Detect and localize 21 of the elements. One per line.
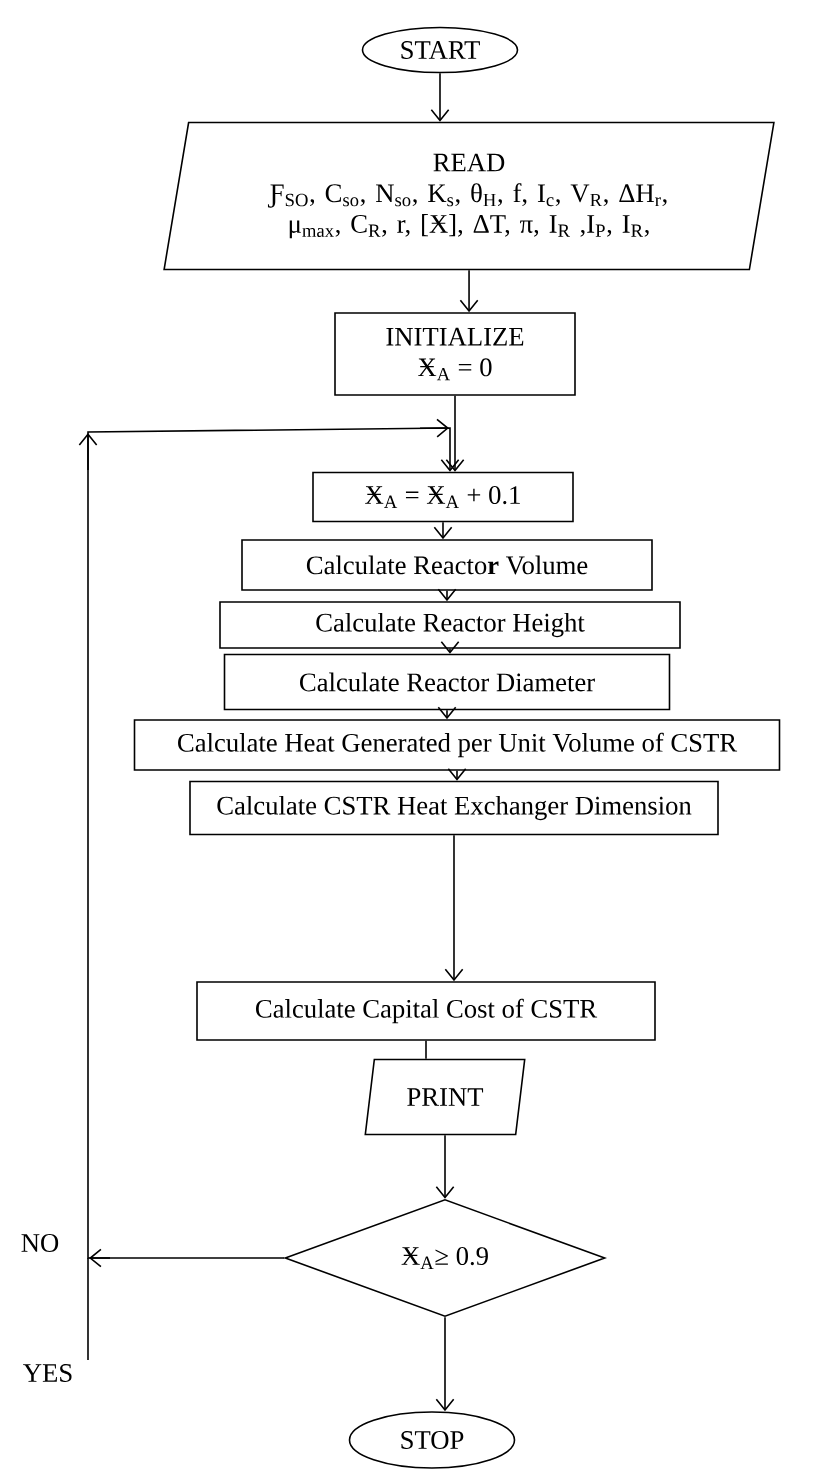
arrow (459, 269, 479, 313)
loop-arrow (78, 418, 460, 1361)
terminal-oval: START (361, 26, 519, 74)
arrow (435, 1316, 455, 1412)
process-box: Calculate Reactor Height (219, 601, 681, 649)
process-box: Calculate Reactor Diameter (223, 653, 671, 711)
process-box: Calculate Reactor Volume (241, 539, 653, 591)
process-box: Calculate CSTR Heat Exchanger Dimension (189, 780, 719, 836)
branch-label: YES (23, 1364, 72, 1382)
arrow (444, 834, 464, 982)
io-parallelogram: PRINT (364, 1058, 526, 1136)
arrow (430, 72, 450, 122)
process-box: Calculate Heat Generated per Unit Volume of CSTR (133, 719, 781, 771)
arrow (445, 395, 465, 472)
process-box: Ӿ$_{A}$ = Ӿ$_{A}$ + 0.1 (312, 471, 574, 523)
process-box: Calculate Capital Cost of CSTR (196, 981, 656, 1041)
io-parallelogram: READ Ƒ$_{SO}$, C$_{so}$, N$_{so}$, K$_{s}$, θ$_{H}$, f, I$_{c}$, V$_{R}$, ΔH$_{r}$, μ$_{max}$, C$_{R}$, r, [Ӿ], ΔT, π, I$_{R}$ ,I$_{P}$, I$_{R}$, (163, 121, 775, 271)
process-box: INITIALIZE Ӿ$_{A}$ = 0 (334, 312, 576, 396)
branch-label: NO (21, 1234, 59, 1252)
arrow (435, 1134, 455, 1199)
terminal-oval: STOP (348, 1411, 516, 1469)
